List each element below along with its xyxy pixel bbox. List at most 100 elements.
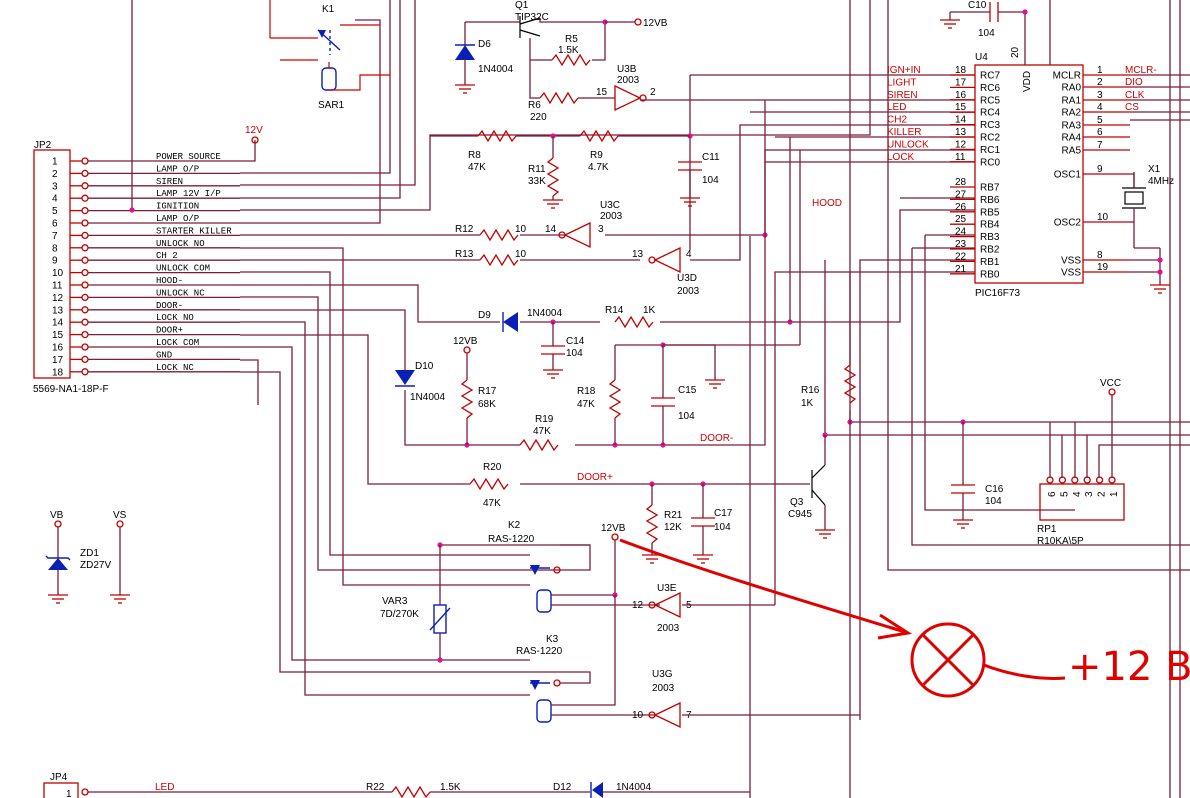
k1-contact-arrow [318, 30, 326, 38]
net-12vb-q1: 12VB [643, 18, 668, 29]
c16-value: 104 [985, 496, 1002, 507]
jp2-net-label: GND [156, 350, 172, 360]
u4-left-pin-name: RC1 [980, 145, 1000, 156]
r5-ref: R5 [565, 34, 578, 45]
r13-ref: R13 [455, 249, 474, 260]
sar1-coil [321, 67, 337, 91]
u3e-buffer [653, 591, 681, 619]
annotation-arrow [619, 538, 906, 634]
u4-right-pin-name: RA2 [1062, 108, 1082, 119]
jp2-pin-terminal [81, 306, 89, 314]
jp2-net-label: UNLOCK NO [156, 239, 205, 249]
u3b-in-pin: 15 [596, 87, 608, 98]
jp2-pin-number: 15 [52, 330, 64, 341]
u3c-buffer [563, 221, 591, 249]
u3g-in-pin: 10 [632, 710, 644, 721]
zd1-ref: ZD1 [80, 548, 99, 559]
r16-body [843, 364, 857, 404]
r8-ref: R8 [468, 150, 481, 161]
jp2-net-label: LAMP 12V I/P [156, 189, 221, 199]
jp2-pin-terminal [81, 194, 89, 202]
cap-c10: C10 104 [940, 0, 1028, 65]
u3b-part: 2003 [617, 75, 640, 86]
r20-value: 47K [483, 498, 501, 509]
r6-ref: R6 [528, 100, 541, 111]
c17-value: 104 [714, 522, 731, 533]
u3c-in-pin: 14 [545, 224, 557, 235]
u4-left-pin-number: 26 [955, 202, 967, 213]
u4-left-pin-number: 18 [955, 65, 967, 76]
u4-left-pin-name: RC7 [980, 71, 1000, 82]
connector-jp4: JP4 1 LED R22 1.5K D12 1N4004 [43, 772, 750, 798]
k1-ref: K1 [322, 4, 335, 15]
jp2-pin-terminal [81, 231, 89, 240]
u3d-part: 2003 [677, 286, 700, 297]
r20-body [469, 477, 509, 491]
jp2-pin-number: 7 [52, 231, 58, 242]
u4-left-pin-name: RB6 [980, 195, 1000, 206]
u4-right-pin-name: OSC1 [1054, 170, 1082, 181]
rp1-pin-number: 4 [1072, 491, 1083, 497]
u4-left-pin-name: RC5 [980, 95, 1000, 106]
jp2-pin-terminal [81, 157, 89, 165]
door-plus-input: R20 47K DOOR+ R21 12K C17 104 Q3 C945 R1… [469, 364, 857, 564]
u4-left-pin-name: RB1 [980, 257, 1000, 268]
r6-value: 220 [530, 112, 547, 123]
door-minus-input: D10 1N4004 12VB R17 68K R19 47K R18 47K … [395, 336, 733, 452]
u4-left-pin-number: 25 [955, 214, 967, 225]
u4-part: PIC16F73 [975, 288, 1020, 299]
jp4-pin: 1 [66, 789, 72, 798]
jp2-pin-terminal [81, 355, 89, 364]
u3b-ref: U3B [617, 64, 637, 75]
u4-left-pin-name: RC4 [980, 108, 1000, 119]
rp1-pin-number: 3 [1084, 491, 1095, 497]
c10-value: 104 [978, 28, 995, 39]
zd1-part: ZD27V [80, 560, 111, 571]
jp2-net-label: HOOD- [156, 276, 183, 286]
r12-body [479, 228, 519, 242]
jp2-net-label: LAMP O/P [156, 214, 199, 224]
jp2-pin-number: 1 [52, 157, 58, 168]
u3e-part: 2003 [657, 623, 680, 634]
u4-left-pin-number: 28 [955, 177, 967, 188]
jp2-net-label: UNLOCK COM [156, 264, 210, 274]
u3e-in-pin: 12 [632, 600, 644, 611]
r12-value: 10 [515, 224, 527, 235]
r8-body [477, 129, 517, 143]
r21-value: 12K [664, 522, 682, 533]
jp2-net-label: LOCK COM [156, 338, 199, 348]
u3e-ref: U3E [657, 583, 677, 594]
r13-body [479, 253, 519, 267]
u4-left-pin-number: 14 [955, 115, 967, 126]
u3c-part: 2003 [600, 211, 623, 222]
u4-right-pin-number: 1 [1097, 65, 1103, 76]
u4-right-pin-number: 6 [1097, 127, 1103, 138]
r11-body [546, 157, 560, 197]
var3-ref: VAR3 [382, 596, 408, 607]
u3d-buffer [653, 246, 681, 274]
u4-left-pin-number: 23 [955, 239, 967, 250]
node-12v [251, 136, 259, 144]
net-vb: VB [50, 510, 64, 521]
r17-value: 68K [478, 399, 496, 410]
net-vs: VS [113, 510, 127, 521]
lamp-symbol [910, 622, 986, 698]
r9-value: 4.7K [588, 162, 609, 173]
r12-ref: R12 [455, 224, 474, 235]
u3c-ref: U3C [600, 200, 620, 211]
r14-body [614, 315, 654, 329]
u4-right-pin-net: MCLR- [1125, 65, 1157, 76]
u4-right-pin-number: 9 [1097, 164, 1103, 175]
jp2-pin-terminal [81, 206, 89, 215]
u4-right-pin-name: RA1 [1062, 96, 1082, 107]
u4-left-pin-name: RB4 [980, 220, 1000, 231]
varistor-var3: VAR3 7D/270K [380, 545, 451, 663]
u4-left-pin-net: KILLER [887, 127, 921, 138]
d6-body [455, 45, 475, 60]
annotation-label: +12 B [1068, 644, 1190, 690]
u4-right-pin-number: 3 [1097, 90, 1103, 101]
jp2-net-label: UNLOCK NC [156, 288, 205, 298]
u4-right-pin-number: 19 [1097, 262, 1109, 273]
jp2-pin-terminal [81, 293, 89, 302]
